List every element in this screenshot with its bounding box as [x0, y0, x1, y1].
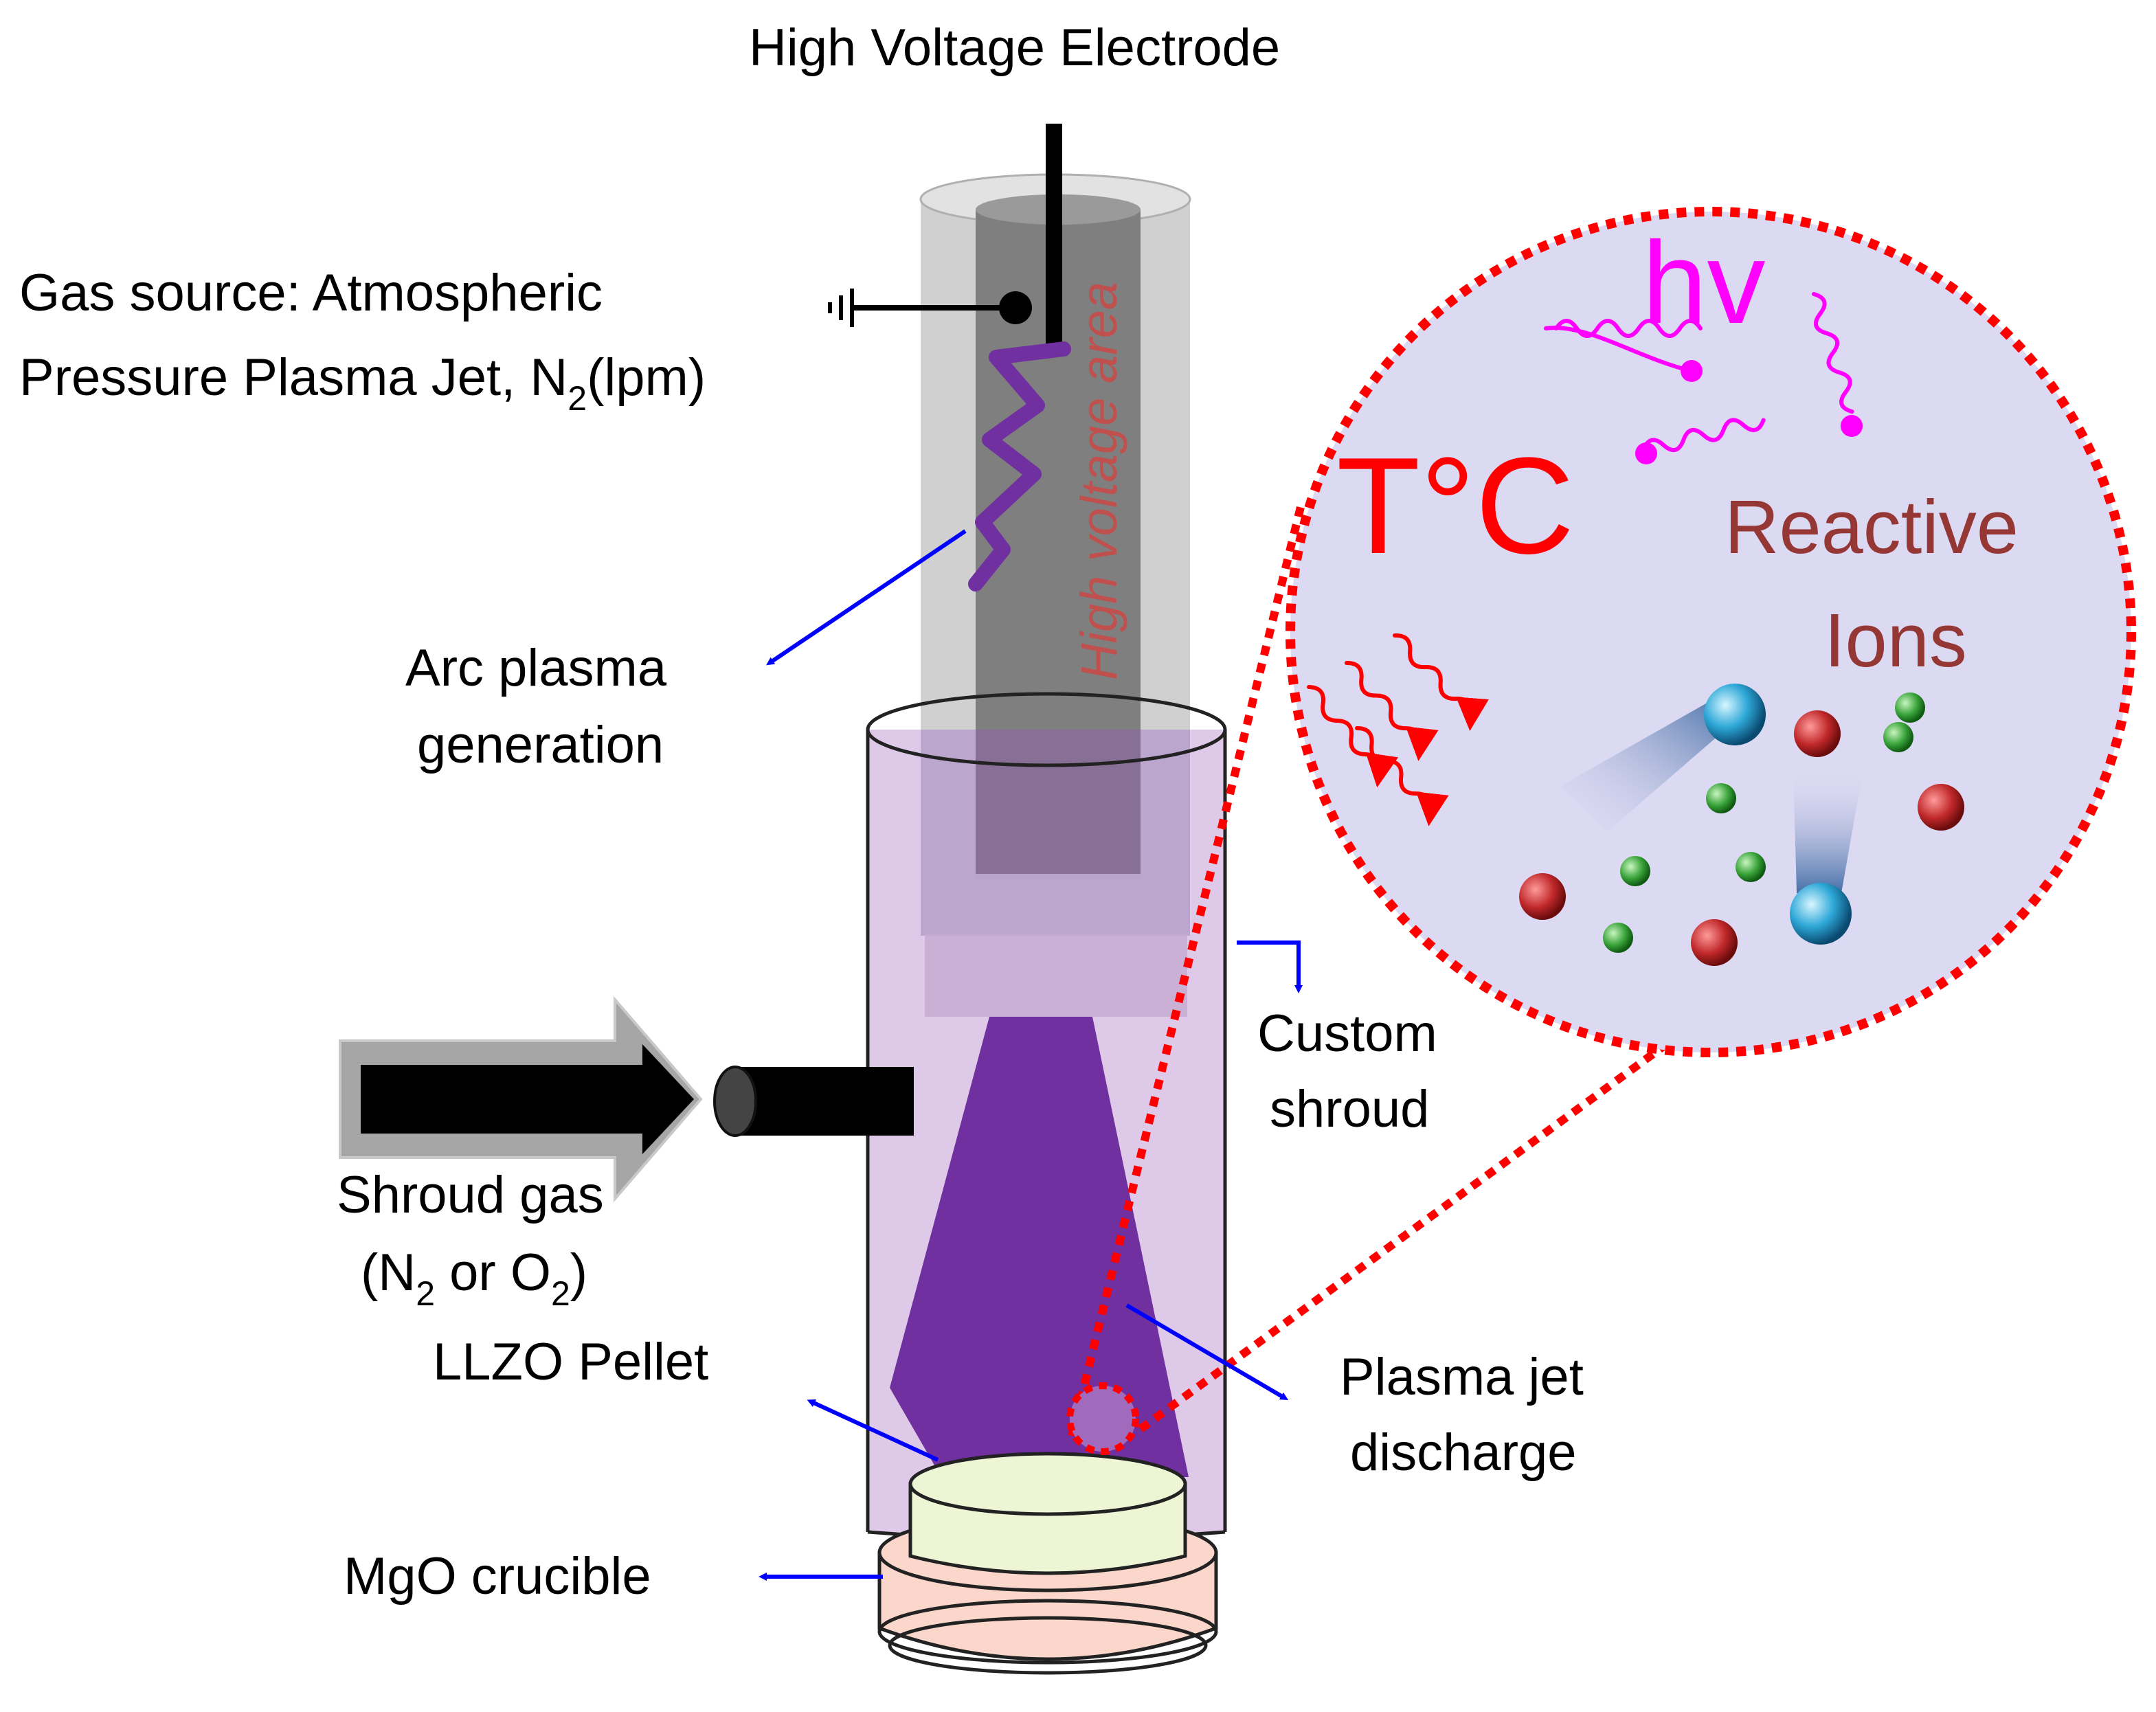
label-plasma-jet-line1: Plasma jet [1340, 1348, 1584, 1406]
label-llzo-pellet: LLZO Pellet [433, 1333, 708, 1391]
label-plasma-jet-line2: discharge [1350, 1423, 1577, 1482]
llzo-pellet [908, 1452, 1187, 1575]
label-shroud-gas-line2: (N2 or O2) [361, 1243, 587, 1313]
label-gas-source-line1: Gas source: Atmospheric [19, 264, 603, 322]
label-reactive-line2: Ions [1824, 598, 1967, 683]
reactive-ion-particles [1519, 684, 1964, 966]
label-high-voltage-area: High voltage area [1070, 282, 1127, 680]
label-photon: hv [1642, 218, 1766, 348]
ground-symbol-icon [828, 289, 1032, 327]
label-custom-shroud-line2: shroud [1270, 1080, 1429, 1138]
label-gas-source-line2: Pressure Plasma Jet, N2(lpm) [19, 348, 706, 418]
arc-plasma-squiggle [968, 341, 1071, 592]
label-temperature: T°C [1336, 429, 1575, 583]
shroud-gas-inlet [713, 1066, 914, 1137]
zoom-callout [1066, 207, 2136, 1455]
label-high-voltage-electrode: High Voltage Electrode [749, 19, 1280, 77]
plasma-jet-cone [890, 1017, 1189, 1477]
photon-wave-icon [1544, 292, 1863, 464]
label-custom-shroud-line1: Custom [1257, 1004, 1437, 1063]
label-shroud-gas-line1: Shroud gas [337, 1166, 604, 1224]
label-reactive-line1: Reactive [1725, 485, 2019, 570]
label-arc-plasma-line2: generation [417, 716, 664, 774]
pointer-arrows [759, 529, 1303, 1581]
shroud-gas-arrow [339, 995, 703, 1203]
high-voltage-electrode-rod [1046, 124, 1062, 350]
heat-wave-icon [1307, 633, 1489, 826]
label-mgo-crucible: MgO crucible [344, 1547, 651, 1606]
label-arc-plasma-line1: Arc plasma [405, 639, 667, 697]
ion-tails [1560, 701, 1862, 893]
